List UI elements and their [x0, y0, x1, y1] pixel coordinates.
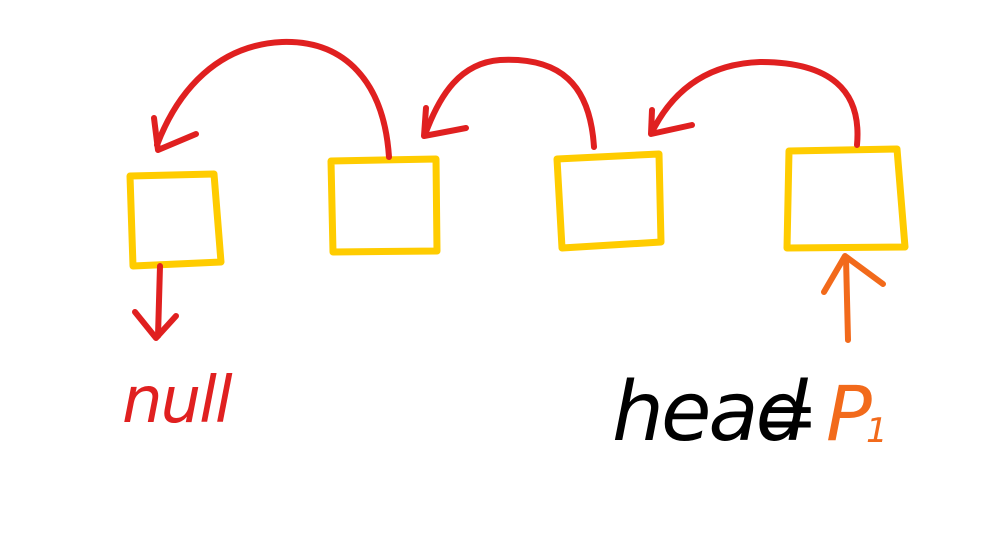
pointer-label: P	[826, 369, 872, 458]
reverse-arrow-group	[132, 38, 861, 341]
list-node-1	[126, 170, 225, 270]
reverse-arrow-4-to-3	[649, 59, 861, 148]
reverse-arrow-2-to-1	[154, 38, 392, 160]
null-label: null	[122, 364, 233, 438]
node-group	[126, 145, 909, 270]
head-pointer-group	[821, 253, 886, 343]
head-pointer-arrowhead	[821, 253, 886, 295]
arrowhead-4-to-3	[648, 107, 695, 137]
arrowhead-3-to-2	[421, 105, 469, 139]
reverse-arrow-3-to-2	[423, 56, 597, 150]
head-pointer-arrow	[843, 255, 851, 343]
null-pointer-arrow	[155, 263, 163, 339]
arrowhead-2-to-1	[151, 115, 199, 153]
list-node-4	[783, 145, 909, 252]
equals-sign: =	[758, 373, 818, 457]
pointer-subscript: 1	[866, 411, 888, 451]
arrowhead-to-null	[132, 309, 179, 341]
head-label: head	[612, 365, 809, 460]
list-node-3	[553, 150, 665, 252]
list-node-2	[327, 155, 441, 256]
